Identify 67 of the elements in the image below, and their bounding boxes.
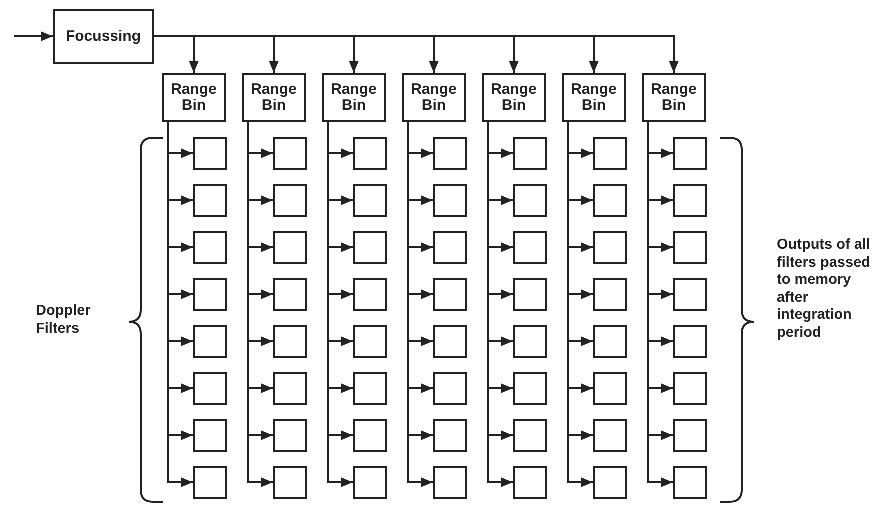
filter-box: [593, 466, 627, 499]
filter-box: [673, 184, 707, 217]
filter-box: [513, 372, 547, 405]
filter-box: [513, 419, 547, 452]
filter-box: [273, 466, 307, 499]
filter-box: [193, 184, 227, 217]
filter-box: [193, 278, 227, 311]
filter-box: [433, 184, 467, 217]
filter-box: [353, 278, 387, 311]
filter-box: [193, 419, 227, 452]
filter-box: [273, 372, 307, 405]
filter-box: [273, 137, 307, 170]
range-bin-box: Range Bin: [562, 73, 626, 122]
filter-box: [353, 184, 387, 217]
filter-box: [273, 419, 307, 452]
filter-box: [673, 231, 707, 264]
filter-box: [513, 278, 547, 311]
filter-box: [273, 278, 307, 311]
filter-box: [673, 466, 707, 499]
filter-box: [193, 325, 227, 358]
filter-box: [433, 278, 467, 311]
filter-box: [513, 325, 547, 358]
filter-box: [353, 231, 387, 264]
range-bin-box: Range Bin: [482, 73, 546, 122]
filter-box: [593, 325, 627, 358]
filter-box: [433, 137, 467, 170]
filter-box: [193, 137, 227, 170]
filter-box: [673, 137, 707, 170]
filter-box: [193, 466, 227, 499]
filter-box: [593, 184, 627, 217]
filter-box: [273, 184, 307, 217]
process-box: Focussing: [53, 9, 154, 64]
filter-box: [433, 325, 467, 358]
arrow: [14, 32, 53, 42]
range-bin-box: Range Bin: [242, 73, 306, 122]
filter-box: [513, 466, 547, 499]
filter-box: [593, 137, 627, 170]
range-bin-box: Range Bin: [402, 73, 466, 122]
filter-box: [193, 231, 227, 264]
filter-box: [433, 419, 467, 452]
filter-box: [353, 419, 387, 452]
filter-box: [433, 231, 467, 264]
filter-box: [353, 466, 387, 499]
filter-box: [353, 325, 387, 358]
filter-box: [673, 278, 707, 311]
filter-box: [513, 137, 547, 170]
filter-box: [593, 419, 627, 452]
filter-box: [513, 231, 547, 264]
filter-box: [273, 325, 307, 358]
filter-box: [593, 372, 627, 405]
filter-box: [273, 231, 307, 264]
range-bin-box: Range Bin: [642, 73, 706, 122]
filter-box: [593, 278, 627, 311]
range-bin-box: Range Bin: [162, 73, 226, 122]
range-bin-box: Range Bin: [322, 73, 386, 122]
filter-box: [433, 466, 467, 499]
filter-box: [673, 372, 707, 405]
filter-box: [433, 372, 467, 405]
filter-box: [193, 372, 227, 405]
filter-box: [673, 325, 707, 358]
filter-box: [353, 372, 387, 405]
filter-box: [593, 231, 627, 264]
annotation-text: Doppler Filters: [36, 303, 92, 338]
filter-box: [513, 184, 547, 217]
annotation-text: Outputs of all filters passed to memory after integration period: [777, 237, 871, 342]
filter-box: [673, 419, 707, 452]
filter-box: [353, 137, 387, 170]
